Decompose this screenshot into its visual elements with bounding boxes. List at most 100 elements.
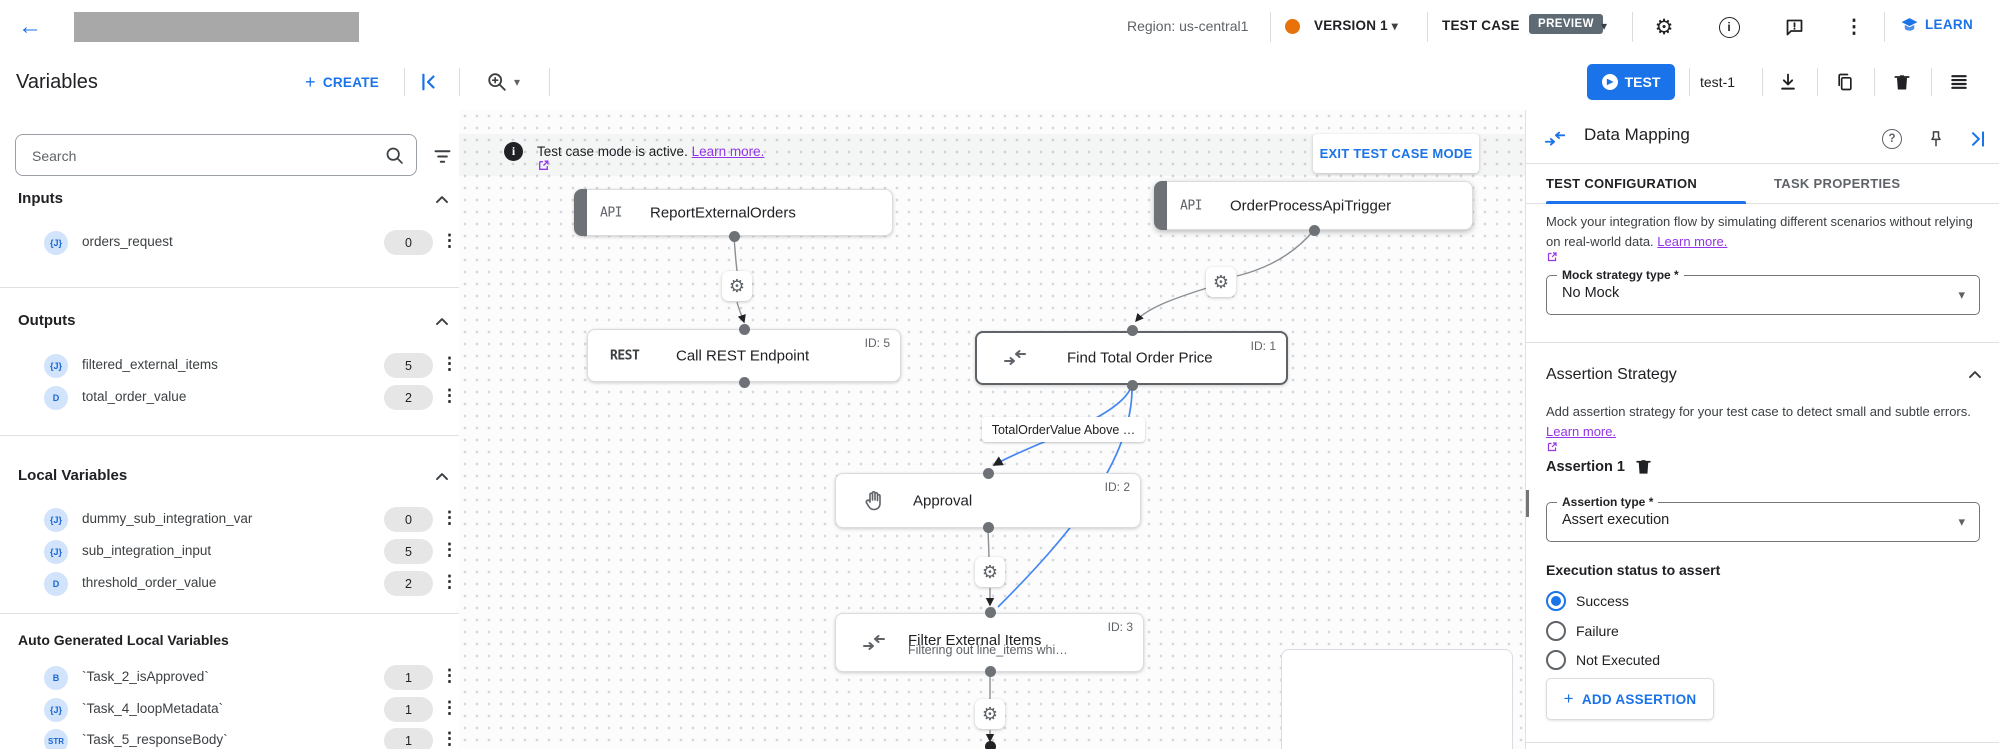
preview-badge: PREVIEW — [1529, 14, 1603, 34]
learn-more-link[interactable]: Learn more. — [1657, 233, 1728, 249]
test-button[interactable]: ▶ TEST — [1587, 64, 1675, 100]
node-id-badge: ID: 2 — [1104, 480, 1130, 494]
json-type-icon: {J} — [44, 354, 68, 378]
variable-name: `Task_4_loopMetadata` — [82, 701, 224, 716]
edge-gear-icon[interactable]: ⚙ — [1206, 267, 1236, 297]
learn-link[interactable]: LEARN — [1900, 15, 1973, 34]
node-title: Find Total Order Price — [1067, 349, 1213, 367]
node-call-rest-endpoint[interactable]: REST Call REST Endpoint ID: 5 — [587, 329, 901, 382]
chevron-up-icon[interactable] — [1964, 364, 1986, 386]
version-dropdown[interactable]: VERSION 1 ▾ — [1314, 18, 1399, 33]
variable-row[interactable]: {J} orders_request 0 ⋮ — [0, 227, 459, 259]
row-kebab-icon[interactable]: ⋮ — [441, 508, 458, 527]
copy-icon[interactable] — [1833, 70, 1857, 94]
search-input[interactable] — [30, 136, 384, 176]
variable-row[interactable]: {J} filtered_external_items 5 ⋮ — [0, 350, 459, 382]
json-type-icon: {J} — [44, 540, 68, 564]
node-approval[interactable]: Approval ID: 2 — [835, 473, 1141, 528]
node-placeholder-box[interactable] — [1281, 649, 1513, 749]
delete-assertion-trash-icon[interactable] — [1632, 455, 1654, 477]
plus-icon: + — [1563, 689, 1574, 708]
assertion-type-select[interactable]: Assertion type * Assert execution ▾ — [1546, 495, 1980, 542]
caret-down-icon: ▾ — [513, 75, 521, 89]
filter-sort-icon[interactable] — [432, 146, 453, 167]
tab-test-configuration[interactable]: TEST CONFIGURATION — [1546, 176, 1698, 191]
feedback-icon[interactable] — [1781, 14, 1807, 40]
variable-row[interactable]: D threshold_order_value 2 ⋮ — [0, 568, 459, 600]
node-report-external-orders[interactable]: API ReportExternalOrders — [574, 189, 893, 236]
usage-count-badge: 1 — [384, 665, 433, 690]
row-kebab-icon[interactable]: ⋮ — [441, 540, 458, 559]
data-mapping-icon — [1544, 128, 1566, 150]
exit-test-case-mode-button[interactable]: EXIT TEST CASE MODE — [1313, 134, 1479, 173]
chevron-up-icon[interactable] — [432, 312, 452, 332]
edge-dot — [985, 666, 996, 677]
chevron-up-icon[interactable] — [432, 190, 452, 210]
variable-row[interactable]: {J} sub_integration_input 5 ⋮ — [0, 536, 459, 568]
edge-gear-icon[interactable]: ⚙ — [975, 557, 1005, 587]
delete-trash-icon[interactable] — [1890, 70, 1914, 94]
info-icon: i — [504, 142, 523, 161]
chevron-up-icon[interactable] — [432, 467, 452, 487]
assertion-title: Assertion 1 — [1546, 459, 1625, 475]
variable-row[interactable]: B `Task_2_isApproved` 1 ⋮ — [0, 662, 459, 694]
scroll-indicator[interactable] — [1526, 490, 1529, 517]
edge-gear-icon[interactable]: ⚙ — [722, 271, 752, 301]
more-options-kebab-icon[interactable]: ⋮ — [1844, 16, 1864, 38]
learn-more-link[interactable]: Learn more. — [1546, 423, 1617, 439]
row-kebab-icon[interactable]: ⋮ — [441, 231, 458, 250]
zoom-dropdown[interactable]: ▾ — [478, 70, 528, 94]
settings-gear-icon[interactable]: ⚙ — [1654, 15, 1674, 39]
tab-task-properties[interactable]: TASK PROPERTIES — [1774, 176, 1901, 191]
variable-row[interactable]: {J} `Task_4_loopMetadata` 1 ⋮ — [0, 694, 459, 726]
variable-name: orders_request — [82, 234, 173, 249]
node-find-total-order-price[interactable]: Find Total Order Price ID: 1 — [975, 331, 1288, 385]
api-prefix-label: API — [1180, 198, 1202, 213]
node-order-process-api-trigger[interactable]: API OrderProcessApiTrigger — [1154, 181, 1473, 230]
mock-strategy-select[interactable]: Mock strategy type * No Mock ▾ — [1546, 268, 1980, 315]
node-filter-external-items[interactable]: Filter External Items Filtering out line… — [835, 613, 1144, 672]
usage-count-badge: 0 — [384, 230, 433, 255]
radio-not-executed[interactable] — [1546, 650, 1566, 670]
add-assertion-button[interactable]: + ADD ASSERTION — [1546, 678, 1714, 720]
node-title: Filter External Items — [908, 632, 1042, 649]
panel-title: Data Mapping — [1584, 125, 1690, 144]
edge-condition-label[interactable]: TotalOrderValue Above … — [982, 417, 1145, 442]
radio-success[interactable] — [1546, 591, 1566, 611]
radio-failure[interactable] — [1546, 621, 1566, 641]
help-icon[interactable]: ? — [1881, 128, 1903, 150]
caret-down-icon: ▾ — [1391, 19, 1399, 33]
banner-learn-more-link[interactable]: Learn more. — [691, 144, 765, 159]
json-type-icon: {J} — [44, 698, 68, 722]
row-kebab-icon[interactable]: ⋮ — [441, 666, 458, 685]
approval-hand-icon — [862, 489, 886, 513]
boolean-type-icon: B — [44, 666, 68, 690]
row-kebab-icon[interactable]: ⋮ — [441, 354, 458, 373]
info-icon[interactable]: i — [1716, 14, 1742, 40]
edge-dot — [983, 468, 994, 479]
variable-row[interactable]: STR `Task_5_responseBody` 1 ⋮ — [0, 725, 459, 749]
variable-row[interactable]: D total_order_value 2 ⋮ — [0, 382, 459, 414]
create-variable-button[interactable]: + CREATE — [305, 71, 380, 92]
row-kebab-icon[interactable]: ⋮ — [441, 729, 458, 748]
flow-canvas[interactable]: i Test case mode is active. Learn more. … — [459, 110, 1525, 749]
usage-count-badge: 0 — [384, 507, 433, 532]
download-icon[interactable] — [1776, 70, 1800, 94]
edge-dot — [739, 324, 750, 335]
view-list-icon[interactable] — [1947, 70, 1971, 94]
edge-gear-icon[interactable]: ⚙ — [975, 699, 1005, 729]
test-case-caret-icon[interactable]: ▾ — [1601, 19, 1608, 33]
row-kebab-icon[interactable]: ⋮ — [441, 386, 458, 405]
row-kebab-icon[interactable]: ⋮ — [441, 572, 458, 591]
collapse-panel-icon[interactable] — [1967, 128, 1989, 150]
row-kebab-icon[interactable]: ⋮ — [441, 698, 458, 717]
api-prefix-label: API — [600, 205, 622, 220]
test-case-label: TEST CASE — [1442, 18, 1520, 33]
variable-row[interactable]: {J} dummy_sub_integration_var 0 ⋮ — [0, 504, 459, 536]
external-link-icon — [539, 160, 549, 170]
back-arrow-icon[interactable]: ← — [18, 13, 42, 40]
test-case-name: test-1 — [1700, 74, 1736, 90]
pin-icon[interactable] — [1925, 128, 1947, 150]
rest-prefix-label: REST — [610, 348, 640, 363]
collapse-sidebar-icon[interactable] — [416, 70, 440, 94]
